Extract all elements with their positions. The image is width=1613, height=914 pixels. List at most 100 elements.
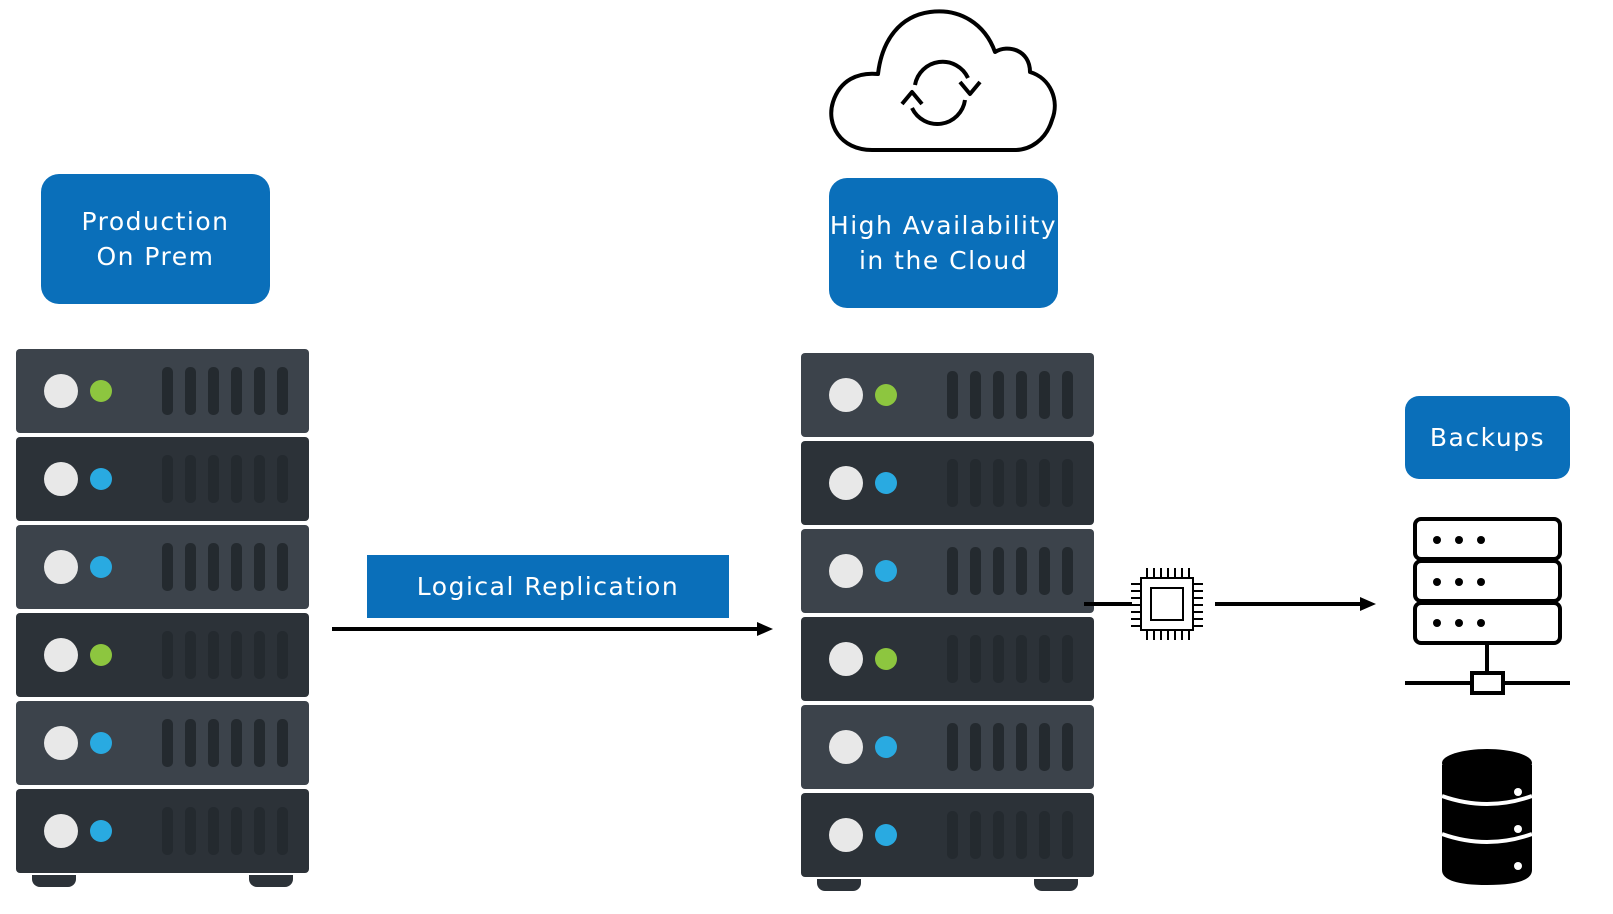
vent-slot <box>1039 635 1050 683</box>
vent-slot <box>947 723 958 771</box>
vent-slot <box>1016 635 1027 683</box>
vent-slot <box>277 543 288 591</box>
vent-slot <box>185 719 196 767</box>
vent-slot <box>1039 811 1050 859</box>
vent-slot <box>277 367 288 415</box>
vent-slot <box>231 543 242 591</box>
vent-slot <box>162 719 173 767</box>
vent-slot <box>208 367 219 415</box>
vent-slot <box>185 543 196 591</box>
vent-slot <box>208 455 219 503</box>
backups-label-text: Backups <box>1429 423 1546 452</box>
server-unit <box>16 525 309 609</box>
server-unit <box>801 705 1094 789</box>
database-icon <box>1441 749 1533 885</box>
network-server-icon <box>1405 517 1570 695</box>
vent-slot <box>1062 547 1073 595</box>
vent-slot <box>1039 723 1050 771</box>
vent-slot <box>947 811 958 859</box>
vent-slot <box>993 811 1004 859</box>
power-light-icon <box>44 726 78 760</box>
status-light-icon <box>90 820 112 842</box>
power-light-icon <box>829 378 863 412</box>
vent-slot <box>993 547 1004 595</box>
vent-slot <box>1062 459 1073 507</box>
vent-slot <box>254 543 265 591</box>
high-availability-label-text: High Availability in the Cloud <box>829 211 1058 275</box>
production-label-text: Production On Prem <box>81 207 230 271</box>
status-light-icon <box>90 468 112 490</box>
rack-foot <box>32 875 76 887</box>
vent-slot <box>208 631 219 679</box>
status-light-icon <box>875 472 897 494</box>
status-light-icon <box>90 556 112 578</box>
vent-slot <box>185 367 196 415</box>
vent-slot <box>970 547 981 595</box>
cloud-sync-icon <box>829 9 1057 152</box>
vent-slot <box>993 635 1004 683</box>
server-unit <box>16 789 309 873</box>
ha-server-rack <box>801 353 1094 891</box>
backup-arrow <box>1215 597 1376 611</box>
status-light-icon <box>90 732 112 754</box>
vent-slot <box>947 547 958 595</box>
vent-slot <box>185 807 196 855</box>
vent-slot <box>208 719 219 767</box>
power-light-icon <box>44 550 78 584</box>
rack-foot <box>817 879 861 891</box>
vent-slot <box>254 719 265 767</box>
vent-slot <box>1039 547 1050 595</box>
production-label: Production On Prem <box>41 174 270 304</box>
vent-slot <box>162 631 173 679</box>
status-light-icon <box>875 384 897 406</box>
vent-slot <box>1016 547 1027 595</box>
vent-slot <box>277 455 288 503</box>
server-unit <box>16 437 309 521</box>
vent-slot <box>1062 635 1073 683</box>
vent-slot <box>231 367 242 415</box>
vent-slot <box>231 631 242 679</box>
status-light-icon <box>875 560 897 582</box>
vent-slot <box>993 723 1004 771</box>
server-unit <box>801 441 1094 525</box>
vent-slot <box>970 371 981 419</box>
logical-replication-label-text: Logical Replication <box>416 572 680 601</box>
logical-replication-label: Logical Replication <box>367 555 729 618</box>
vent-slot <box>1062 811 1073 859</box>
replication-arrow <box>332 622 773 636</box>
power-light-icon <box>829 466 863 500</box>
vent-slot <box>231 455 242 503</box>
vent-slot <box>162 807 173 855</box>
server-unit <box>801 353 1094 437</box>
status-light-icon <box>875 824 897 846</box>
vent-slot <box>277 631 288 679</box>
vent-slot <box>947 459 958 507</box>
vent-slot <box>1039 459 1050 507</box>
vent-slot <box>970 635 981 683</box>
server-unit <box>16 613 309 697</box>
status-light-icon <box>90 644 112 666</box>
server-unit <box>801 617 1094 701</box>
vent-slot <box>947 635 958 683</box>
vent-slot <box>993 371 1004 419</box>
server-unit <box>16 701 309 785</box>
vent-slot <box>1016 811 1027 859</box>
status-light-icon <box>875 736 897 758</box>
power-light-icon <box>44 638 78 672</box>
vent-slot <box>254 807 265 855</box>
vent-slot <box>231 719 242 767</box>
power-light-icon <box>829 818 863 852</box>
vent-slot <box>1016 459 1027 507</box>
vent-slot <box>970 459 981 507</box>
vent-slot <box>277 719 288 767</box>
production-server-rack <box>16 349 309 887</box>
server-unit <box>16 349 309 433</box>
rack-foot <box>1034 879 1078 891</box>
vent-slot <box>208 543 219 591</box>
power-light-icon <box>44 374 78 408</box>
vent-slot <box>947 371 958 419</box>
vent-slot <box>970 723 981 771</box>
vent-slot <box>1039 371 1050 419</box>
status-light-icon <box>90 380 112 402</box>
vent-slot <box>970 811 981 859</box>
